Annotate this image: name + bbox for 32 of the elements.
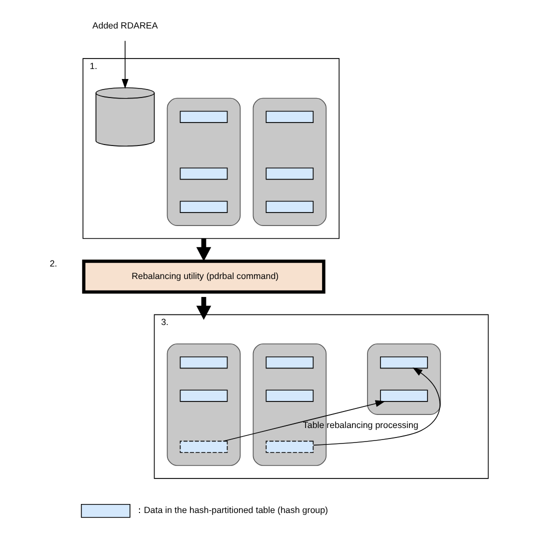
cluster [252, 343, 326, 466]
arrow [196, 238, 211, 262]
node-box [179, 390, 228, 402]
edge-label: Table rebalancing processing [302, 420, 418, 430]
node-box [265, 390, 314, 402]
cluster [166, 343, 240, 466]
node-box [179, 110, 228, 123]
node-box [265, 168, 314, 180]
arrow [121, 40, 128, 89]
cluster [82, 58, 340, 239]
cluster [366, 343, 440, 415]
node-box [380, 356, 428, 369]
node-box [265, 110, 314, 123]
node-box [380, 390, 428, 402]
node-box [265, 356, 314, 369]
node-label: 3. [160, 317, 168, 328]
arrow [222, 400, 385, 442]
cluster [153, 314, 488, 479]
node-box [179, 356, 228, 369]
arrow [312, 368, 440, 446]
node-box [265, 440, 314, 453]
node-box [265, 200, 314, 213]
cluster [252, 98, 326, 226]
node-box [179, 168, 228, 180]
node-label: 2. [49, 258, 57, 269]
node-text: Added RDAREA [92, 20, 158, 30]
node-label: 1. [89, 60, 97, 71]
cluster [166, 98, 240, 226]
node-box [179, 200, 228, 213]
arrow [196, 296, 211, 320]
legend-label: ：Data in the hash-partitioned table (hash group) [134, 505, 328, 516]
node-box [179, 440, 228, 453]
